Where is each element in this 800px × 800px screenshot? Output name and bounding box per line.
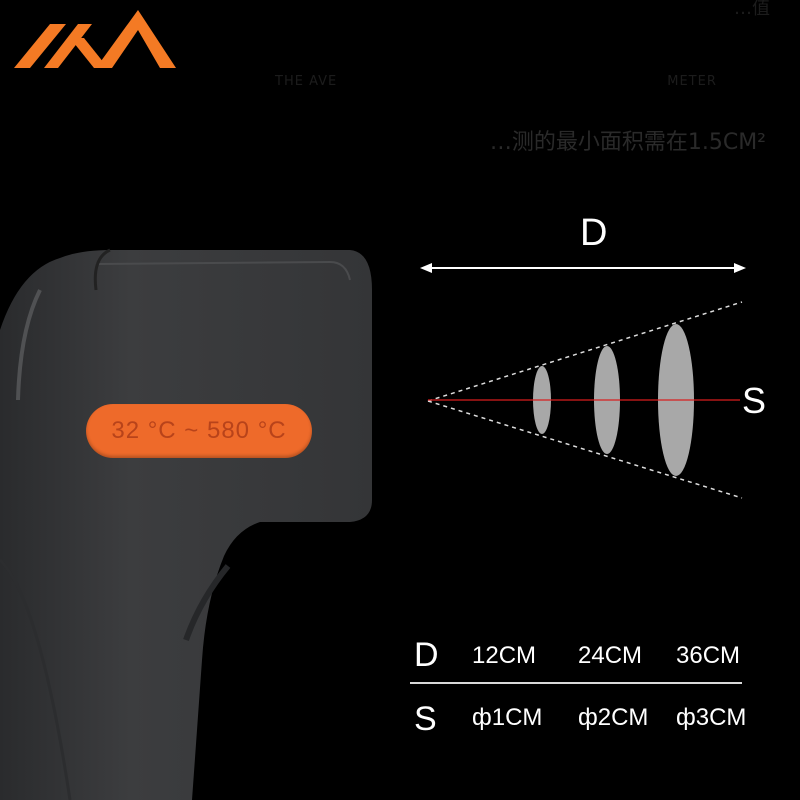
temperature-range-label: 32 °C ~ 580 °C	[111, 417, 287, 444]
spot-cell: ф3CM	[676, 704, 747, 731]
distance-cell: 36CM	[676, 642, 741, 669]
distance-row-key: D	[414, 636, 439, 674]
spot-cell: ф1CM	[472, 704, 543, 731]
cone-lower-line	[427, 400, 743, 499]
jxm-logo-icon	[14, 10, 176, 68]
spot-letter: S	[742, 380, 767, 421]
spot-row-key: S	[414, 700, 437, 738]
distance-cell: 24CM	[578, 642, 643, 669]
distance-cell: 12CM	[472, 642, 537, 669]
spot-cell: ф2CM	[578, 704, 649, 731]
spot-row: S ф1CM ф2CM ф3CM	[410, 692, 746, 738]
distance-arrow	[420, 263, 746, 273]
cone-upper-line	[427, 301, 743, 402]
temperature-range-badge: 32 °C ~ 580 °C	[86, 404, 312, 458]
distance-letter: D	[580, 212, 608, 254]
distance-spot-table: D 12CM 24CM 36CM S ф1CM ф2CM ф3CM	[410, 632, 746, 738]
table-divider	[410, 682, 742, 684]
distance-row: D 12CM 24CM 36CM	[410, 632, 742, 678]
top-note-text: …值	[734, 0, 770, 19]
area-note-text: …测的最小面积需在1.5CM²	[489, 130, 766, 155]
